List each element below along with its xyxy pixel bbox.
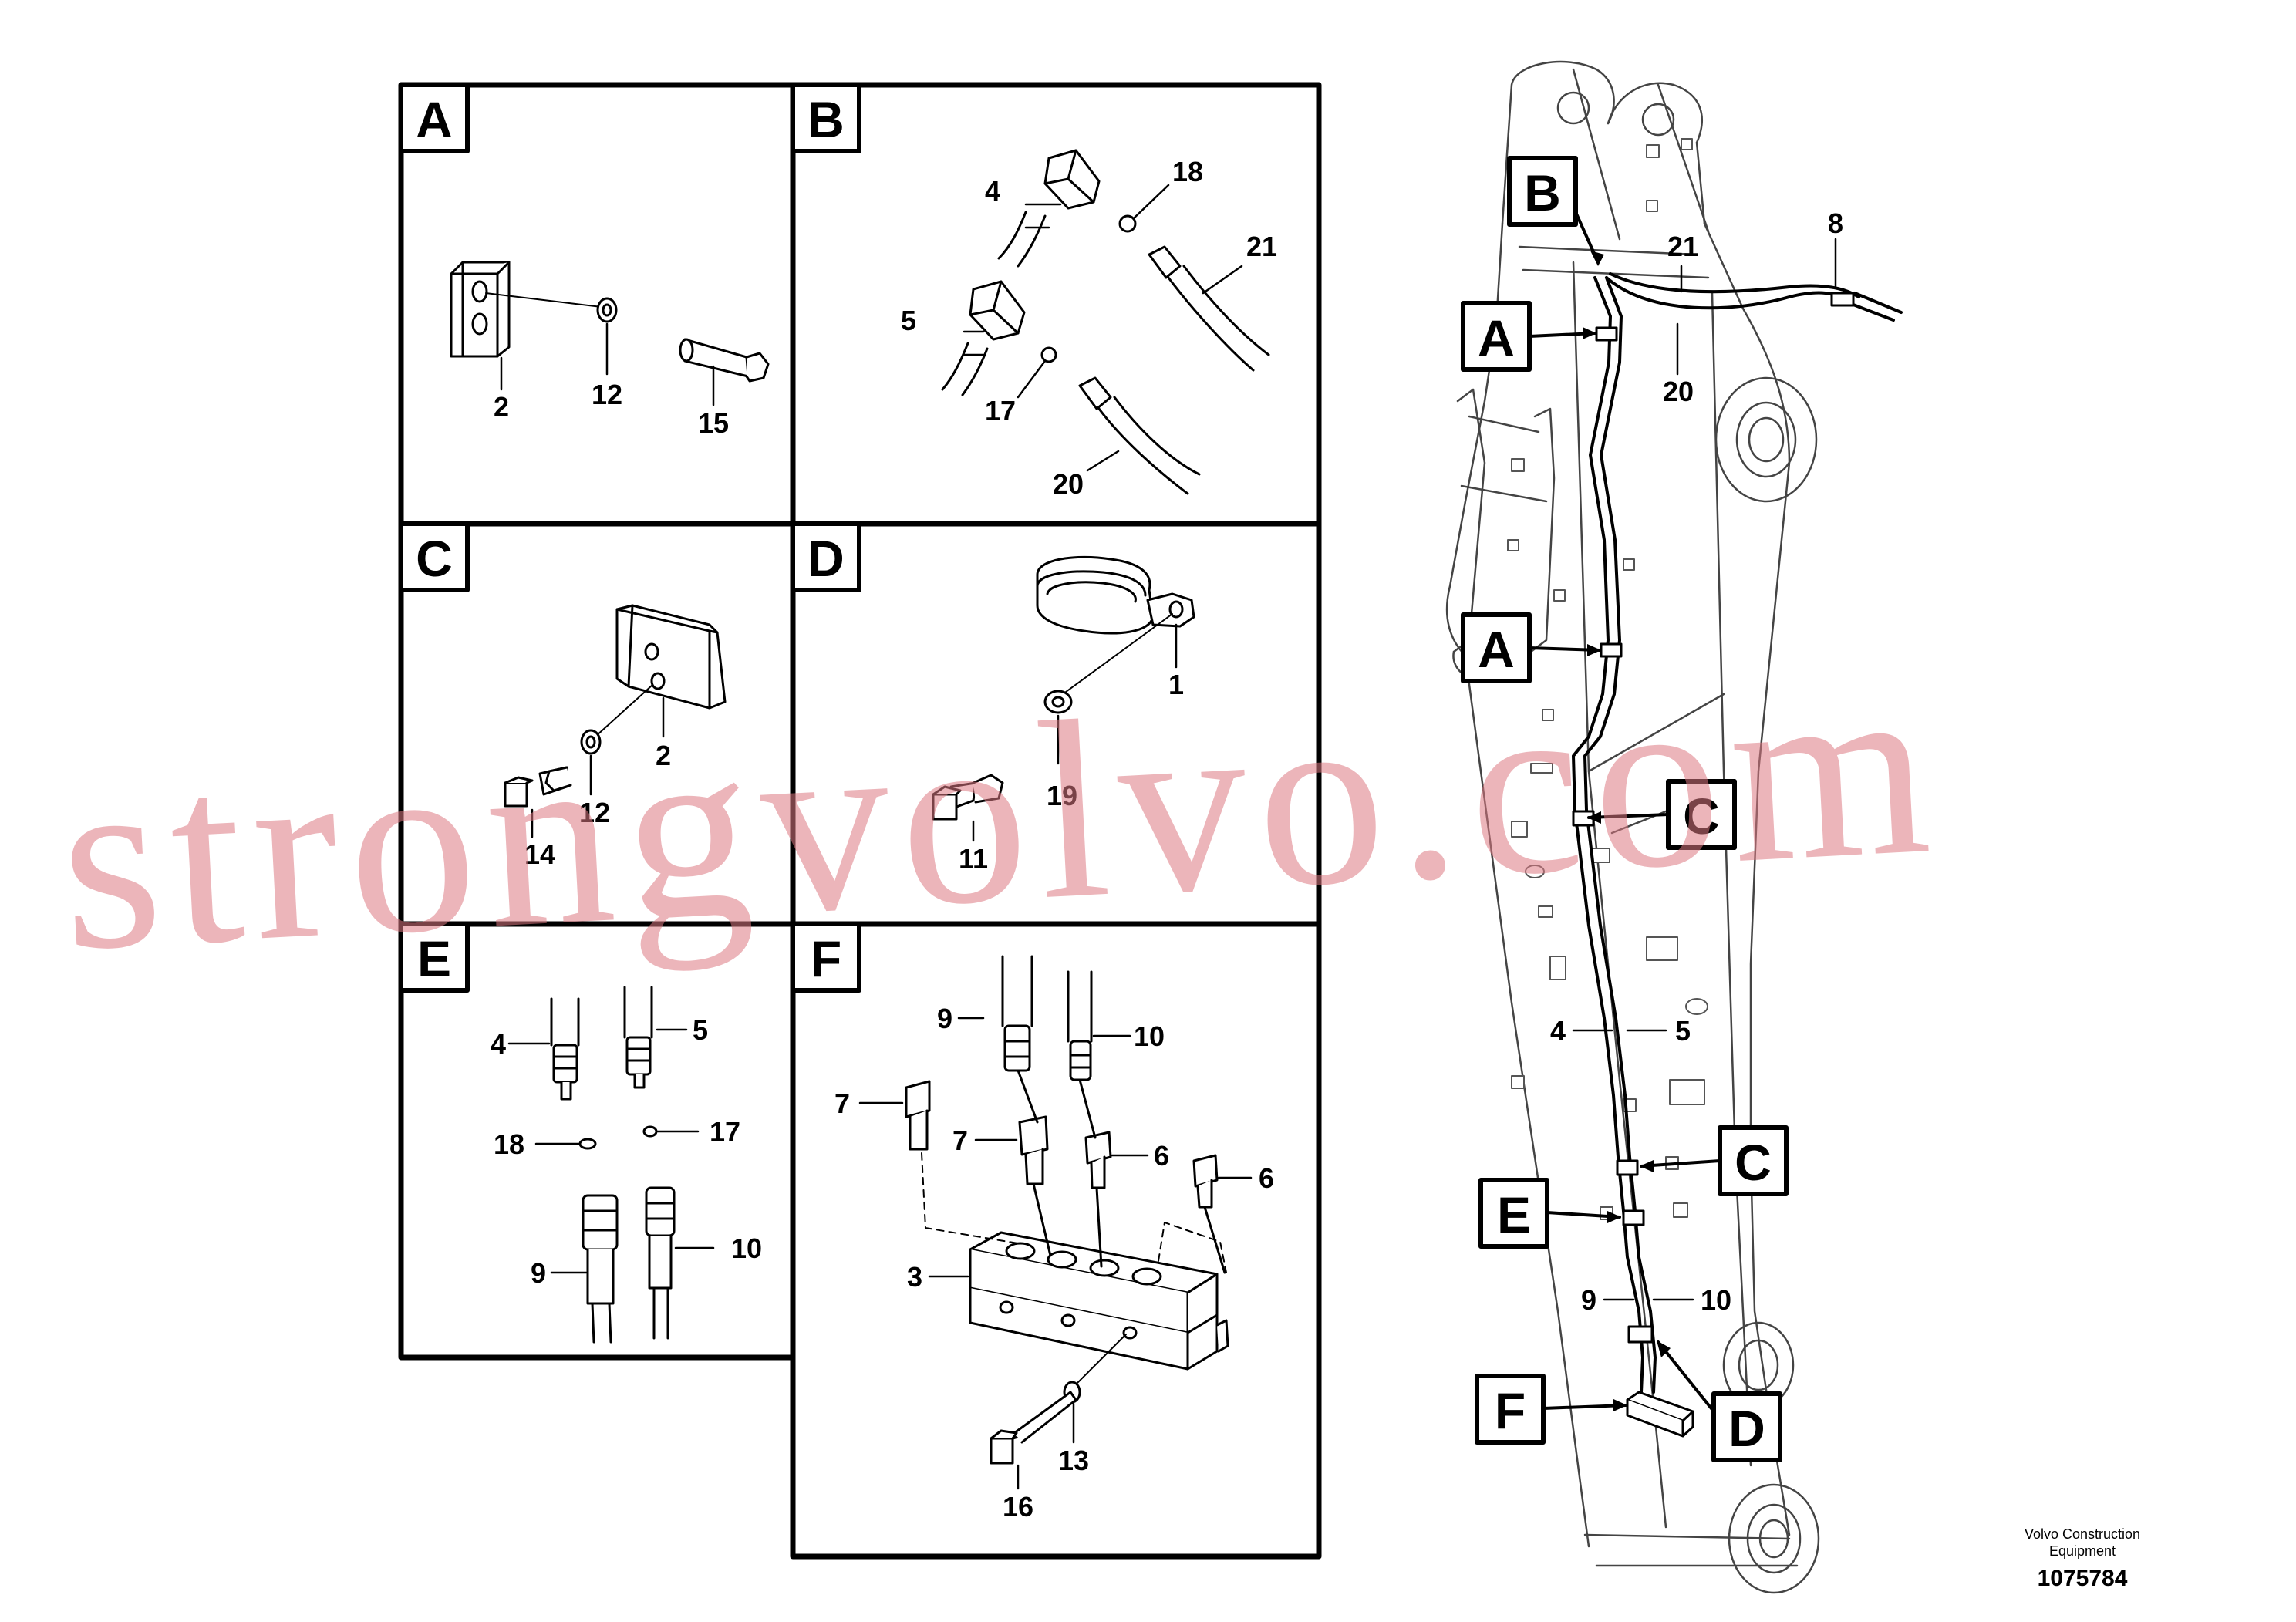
panel-grid bbox=[398, 82, 1322, 1560]
panel-a-leaders bbox=[500, 322, 715, 406]
part-number: 9 bbox=[1581, 1284, 1596, 1316]
part-number: 20 bbox=[1663, 376, 1694, 407]
part-number: 4 bbox=[1550, 1015, 1566, 1047]
part-number: 6 bbox=[1259, 1162, 1274, 1194]
part-number: 5 bbox=[901, 305, 916, 336]
boom-part-leaders bbox=[1572, 238, 1837, 1301]
part-number: 1 bbox=[1168, 669, 1184, 700]
publisher-credit: Volvo Construction Equipment 1075784 bbox=[1944, 1526, 2221, 1592]
part-number: 12 bbox=[592, 379, 622, 410]
boom-callout-leaders bbox=[1528, 211, 1721, 1413]
part-number: 7 bbox=[834, 1088, 850, 1119]
part-number: 5 bbox=[1675, 1015, 1691, 1047]
panel-a-drawing bbox=[450, 261, 770, 383]
panel-letter-f: F bbox=[811, 930, 841, 987]
part-number: 17 bbox=[985, 395, 1016, 427]
panel-b-leaders bbox=[963, 184, 1243, 472]
part-number: 10 bbox=[731, 1233, 762, 1264]
part-number: 17 bbox=[710, 1116, 740, 1148]
callout-a: A bbox=[1478, 621, 1515, 678]
part-number: 10 bbox=[1701, 1284, 1731, 1316]
drawing-number: 1075784 bbox=[2037, 1566, 2128, 1591]
panel-d-drawing bbox=[932, 555, 1195, 821]
callout-a: A bbox=[1478, 309, 1515, 366]
credit-line-1: Volvo Construction bbox=[2024, 1526, 2141, 1542]
boom-details bbox=[1507, 138, 1708, 1220]
panel-letter-b: B bbox=[807, 91, 845, 148]
callout-e: E bbox=[1497, 1186, 1531, 1243]
part-number: 11 bbox=[959, 843, 988, 875]
panel-letter-tags bbox=[399, 83, 861, 993]
part-number: 16 bbox=[1003, 1491, 1033, 1523]
panel-letter-c: C bbox=[416, 530, 453, 587]
callout-c: C bbox=[1683, 787, 1720, 845]
part-number: 10 bbox=[1134, 1020, 1165, 1052]
panel-c-leaders bbox=[531, 696, 665, 838]
part-number: 14 bbox=[524, 838, 555, 870]
panel-letter-a: A bbox=[416, 91, 453, 148]
panel-f-dashes bbox=[921, 1152, 1227, 1273]
part-number: 8 bbox=[1828, 207, 1843, 239]
panel-f-drawing bbox=[905, 955, 1229, 1465]
panel-e-leaders bbox=[507, 1028, 715, 1274]
part-number: 18 bbox=[1172, 156, 1203, 187]
panel-b-drawing bbox=[941, 149, 1270, 495]
boom-clamps bbox=[1572, 292, 1855, 1438]
panel-f-leaders bbox=[858, 1017, 1253, 1490]
panel-e-drawing bbox=[550, 986, 676, 1344]
part-number: 18 bbox=[494, 1128, 524, 1160]
part-number: 12 bbox=[579, 797, 610, 828]
boom-outline bbox=[1445, 60, 1820, 1594]
part-number: 6 bbox=[1154, 1140, 1169, 1172]
boom-callout-tags bbox=[1461, 156, 1789, 1462]
part-number: 13 bbox=[1058, 1445, 1089, 1476]
part-number: 4 bbox=[491, 1028, 506, 1060]
part-number: 7 bbox=[952, 1125, 968, 1156]
boom-callout-arrowheads bbox=[1583, 251, 1671, 1411]
part-number: 15 bbox=[698, 407, 729, 439]
part-number: 20 bbox=[1053, 468, 1084, 500]
part-number: 21 bbox=[1667, 231, 1698, 262]
part-number: 21 bbox=[1246, 231, 1277, 262]
part-number: 5 bbox=[693, 1014, 708, 1046]
callout-c: C bbox=[1735, 1134, 1772, 1191]
panel-letter-d: D bbox=[807, 530, 845, 587]
part-number: 2 bbox=[494, 391, 509, 423]
part-number: 9 bbox=[937, 1003, 952, 1034]
callout-f: F bbox=[1495, 1382, 1526, 1439]
panel-letter-e: E bbox=[417, 930, 451, 987]
part-number: 3 bbox=[907, 1261, 922, 1293]
callout-d: D bbox=[1728, 1400, 1765, 1457]
panel-c-drawing bbox=[504, 604, 727, 808]
callout-b: B bbox=[1524, 164, 1561, 221]
credit-line-2: Equipment bbox=[2048, 1543, 2116, 1559]
part-number: 19 bbox=[1047, 780, 1077, 811]
panel-d-leaders bbox=[972, 623, 1178, 842]
panel-f-connectors bbox=[1017, 1069, 1226, 1274]
part-number: 9 bbox=[531, 1257, 546, 1289]
part-number: 2 bbox=[656, 740, 671, 771]
part-number: 4 bbox=[985, 175, 1000, 207]
